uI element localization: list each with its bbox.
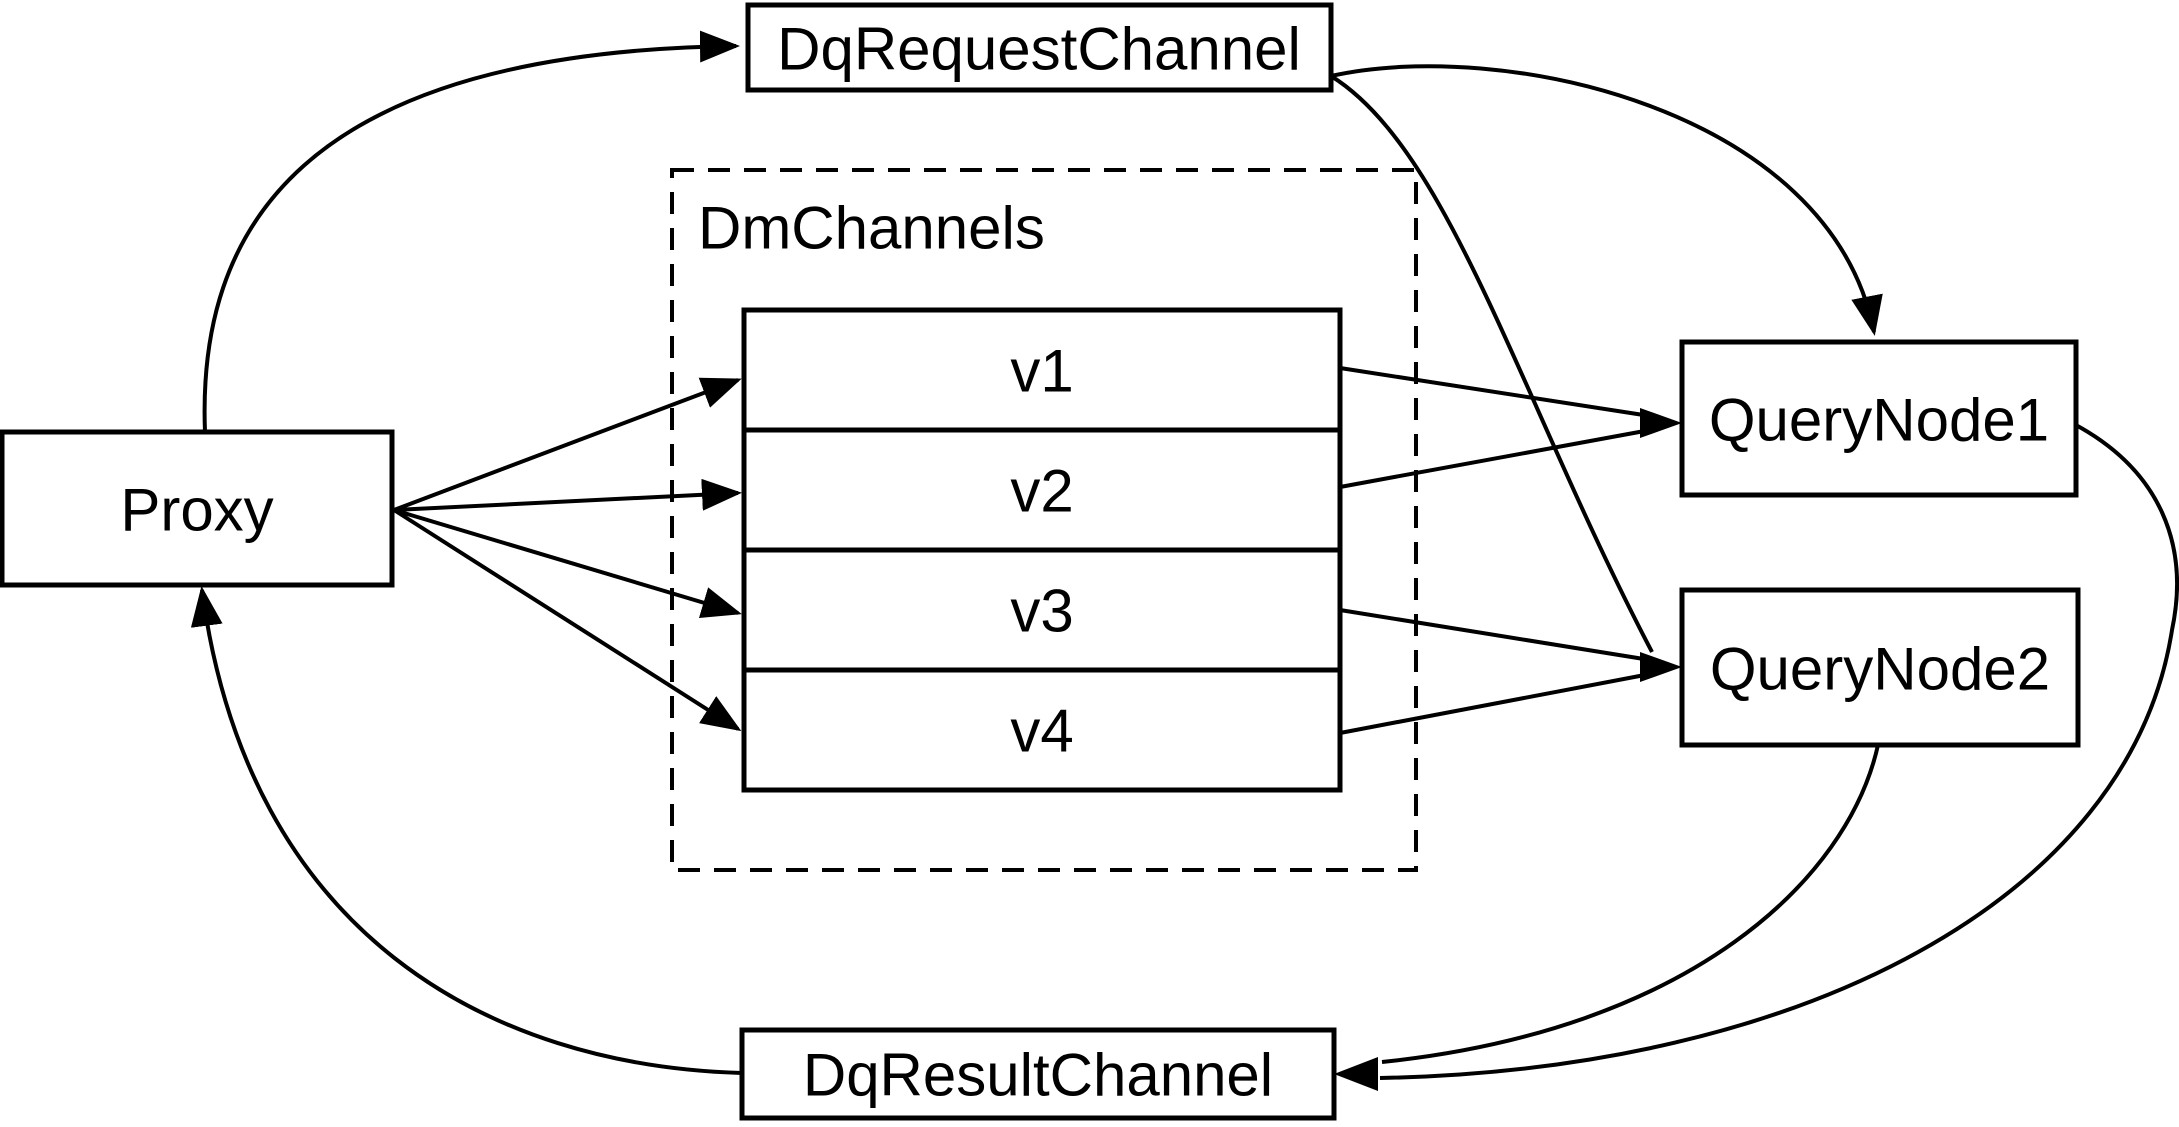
node-querynode2: QueryNode2 <box>1679 587 2081 748</box>
edge-proxy-to-v3 <box>393 508 742 619</box>
node-channel-stack: v1 v2 v3 v4 <box>741 307 1343 793</box>
dqresultchannel-rect <box>739 1027 1337 1121</box>
edge-dqrequestchannel-to-querynode1 <box>1330 64 1883 336</box>
channel-v3-label: v3 <box>1010 578 1073 645</box>
querynode1-label: QueryNode1 <box>1709 387 2049 454</box>
channel-v4-label: v4 <box>1010 698 1073 765</box>
edge-v1-to-querynode1 <box>1339 366 1651 418</box>
edge-querynode2-to-dqresultchannel <box>1381 744 1880 1064</box>
arrowhead-querynode2 <box>1640 652 1682 682</box>
dqresultchannel-label: DqResultChannel <box>803 1042 1273 1109</box>
edge-proxy-to-dqrequestchannel <box>202 30 740 433</box>
edge-querynode1-to-dqresultchannel <box>1379 422 2179 1080</box>
querynode2-label: QueryNode2 <box>1710 636 2050 703</box>
querynode2-rect <box>1679 587 2081 748</box>
edge-dqrequestchannel-to-querynode2 <box>1329 74 1654 653</box>
dm-channels-boundary <box>670 168 1418 872</box>
channel-v1-label: v1 <box>1010 338 1073 405</box>
channel-v2-label: v2 <box>1010 458 1073 525</box>
edge-v2-to-querynode1 <box>1339 428 1651 489</box>
node-dqrequestchannel: DqRequestChannel <box>745 2 1334 93</box>
group-dm-channels: DmChannels <box>670 168 1418 872</box>
edge-proxy-to-v4 <box>392 508 742 732</box>
arrowhead-dqresultchannel <box>1334 1057 1378 1091</box>
arrowhead-querynode1 <box>1640 408 1682 438</box>
querynode1-rect <box>1679 339 2079 498</box>
dqrequestchannel-label: DqRequestChannel <box>777 16 1301 83</box>
node-querynode1: QueryNode1 <box>1679 339 2079 498</box>
node-dqresultchannel: DqResultChannel <box>739 1027 1337 1121</box>
dm-channels-label: DmChannels <box>698 195 1045 262</box>
edge-v4-to-querynode2 <box>1339 672 1651 735</box>
edge-v3-to-querynode2 <box>1339 608 1651 662</box>
node-proxy: Proxy <box>0 429 395 588</box>
edge-proxy-to-v2 <box>393 478 742 512</box>
edges-layer <box>190 30 2179 1091</box>
edge-dqresultchannel-to-proxy <box>190 586 743 1075</box>
dqrequestchannel-rect <box>745 2 1334 93</box>
edge-proxy-to-v1 <box>393 377 742 512</box>
proxy-rect <box>0 429 395 588</box>
proxy-label: Proxy <box>120 477 273 544</box>
